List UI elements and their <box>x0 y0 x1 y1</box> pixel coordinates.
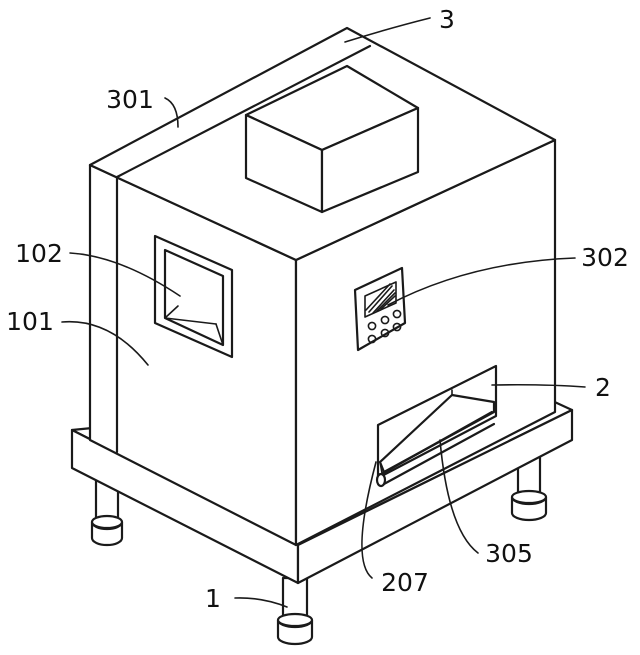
button-icon <box>380 328 390 338</box>
leader-1 <box>234 597 288 608</box>
leader-102 <box>69 252 181 297</box>
label-102: 102 <box>15 239 63 268</box>
viewing-window <box>153 234 234 359</box>
top-box <box>244 64 420 214</box>
door-top-line <box>115 44 372 179</box>
leader-3 <box>344 17 431 43</box>
leg-front <box>276 576 314 646</box>
button-icon <box>367 334 377 344</box>
leader-301 <box>164 97 179 128</box>
label-302: 302 <box>581 243 629 272</box>
leader-305 <box>439 439 479 554</box>
button-icon <box>367 321 377 331</box>
label-2: 2 <box>595 373 611 402</box>
button-icon <box>392 322 402 332</box>
leader-101 <box>61 320 149 366</box>
leader-2 <box>491 383 586 388</box>
leg-back-right <box>510 453 548 522</box>
label-305: 305 <box>485 539 533 568</box>
outlet-opening <box>375 364 498 488</box>
label-3: 3 <box>439 5 455 34</box>
label-101: 101 <box>6 307 54 336</box>
label-301: 301 <box>106 85 154 114</box>
button-icon <box>392 309 402 319</box>
leader-207 <box>361 461 377 579</box>
button-icon <box>380 315 390 325</box>
reference-labels: 3 301 102 101 302 2 305 207 1 <box>6 5 629 613</box>
label-1: 1 <box>205 584 221 613</box>
leader-lines <box>61 17 586 608</box>
leader-302 <box>387 257 576 306</box>
label-207: 207 <box>381 568 429 597</box>
roller-end-icon <box>375 472 387 488</box>
control-panel <box>353 266 407 352</box>
